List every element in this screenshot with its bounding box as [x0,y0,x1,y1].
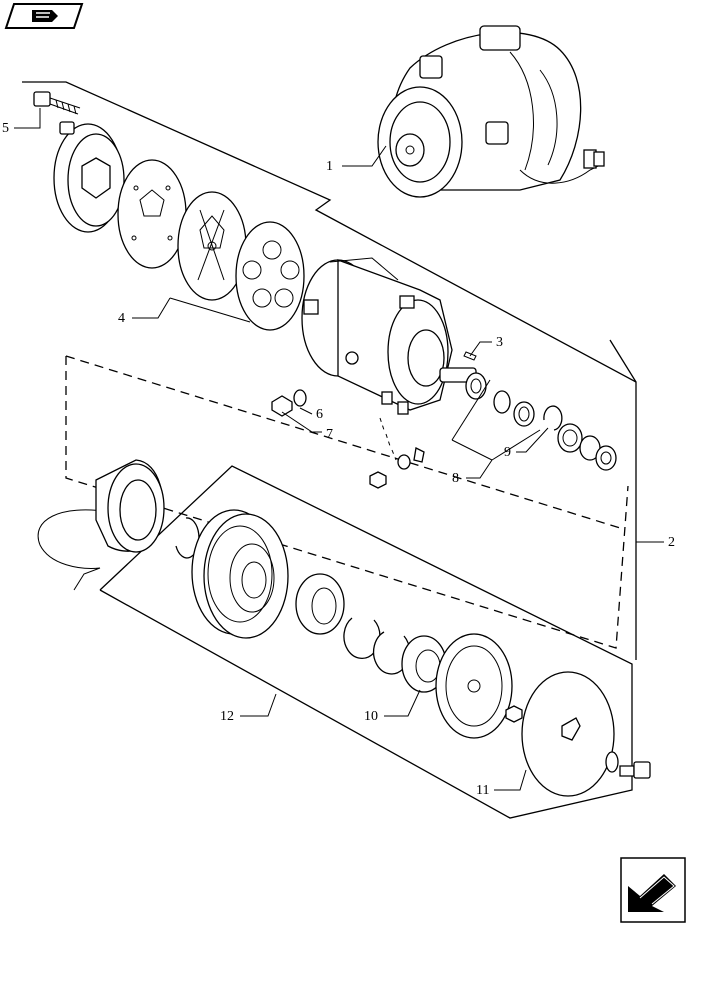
callout-6: 6 [316,407,323,422]
callout-9: 9 [504,445,511,460]
valve-plate-set [33,91,305,331]
book-hand-icon[interactable] [4,3,84,29]
callout-7: 7 [326,427,333,442]
callout-10: 10 [364,709,378,724]
callout-4: 4 [118,311,125,326]
callout-labels: 1 2 3 4 5 6 7 8 9 10 11 12 [2,121,675,798]
callout-5: 5 [2,121,9,136]
compressor-assembly [377,25,605,198]
callout-8: 8 [452,471,459,486]
group-outline-lines [22,81,637,819]
bolt-part-5 [33,91,81,115]
compressor-body [301,257,477,415]
clutch-parts [37,459,651,797]
callout-12: 12 [220,709,234,724]
previous-page-arrow-icon[interactable] [620,857,686,923]
callout-11: 11 [476,783,489,798]
callout-2: 2 [668,535,675,550]
callout-3: 3 [496,335,503,350]
callout-leaders [14,108,664,791]
callout-1: 1 [326,159,333,174]
